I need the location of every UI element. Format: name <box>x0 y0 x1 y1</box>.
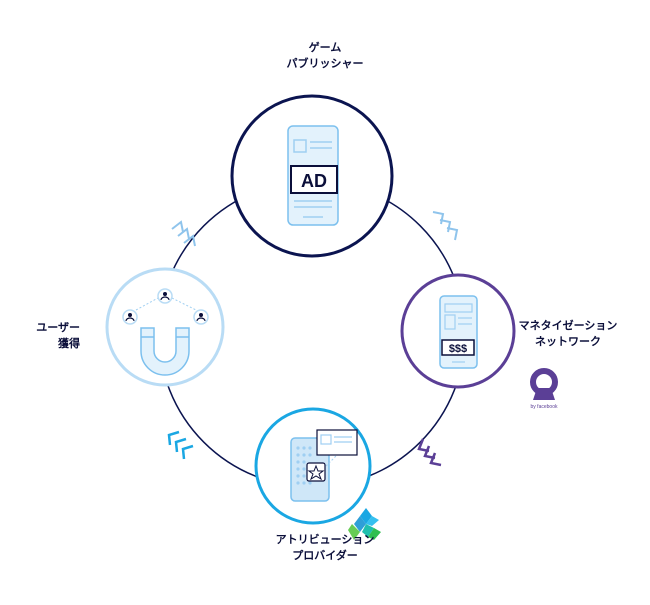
chevron-bottom-left-icon <box>167 430 194 460</box>
user-dots-icon <box>135 297 197 311</box>
label-line: 獲得 <box>58 337 80 350</box>
chevron-top-right-icon <box>432 211 459 241</box>
label-line: プロバイダー <box>292 549 358 562</box>
ad-label: AD <box>301 171 327 191</box>
magnet-icon <box>140 327 190 376</box>
attribution-provider-logo <box>348 508 381 540</box>
by-facebook-caption: by facebook <box>531 404 558 410</box>
label-line: アトリビューション <box>275 533 375 546</box>
label-line: パブリッシャー <box>286 57 364 70</box>
label-user-acquisition: ユーザー 獲得 <box>0 320 80 352</box>
user-icon <box>157 288 173 304</box>
label-monetization-network: マネタイゼーション ネットワーク <box>498 318 638 350</box>
chevron-bottom-right-icon <box>417 438 442 467</box>
star-icon <box>307 464 325 481</box>
label-attribution-provider: アトリビューション プロバイダー <box>250 532 400 564</box>
label-game-publisher: ゲーム パブリッシャー <box>245 40 405 72</box>
phone-ad-icon: AD <box>287 125 339 226</box>
user-acquisition-node <box>105 267 225 387</box>
user-icon <box>193 309 209 325</box>
user-icon <box>122 309 138 325</box>
label-line: マネタイゼーション <box>518 319 618 332</box>
audience-network-logo: by facebook <box>530 368 558 410</box>
price-label: $$$ <box>449 343 467 355</box>
label-line: ユーザー <box>36 321 80 334</box>
chevron-top-left-icon <box>171 220 196 247</box>
phone-money-icon: $$$ <box>439 295 478 369</box>
label-line: ネットワーク <box>535 335 601 348</box>
label-line: ゲーム <box>308 41 342 54</box>
phone-rating-icon <box>290 429 358 502</box>
